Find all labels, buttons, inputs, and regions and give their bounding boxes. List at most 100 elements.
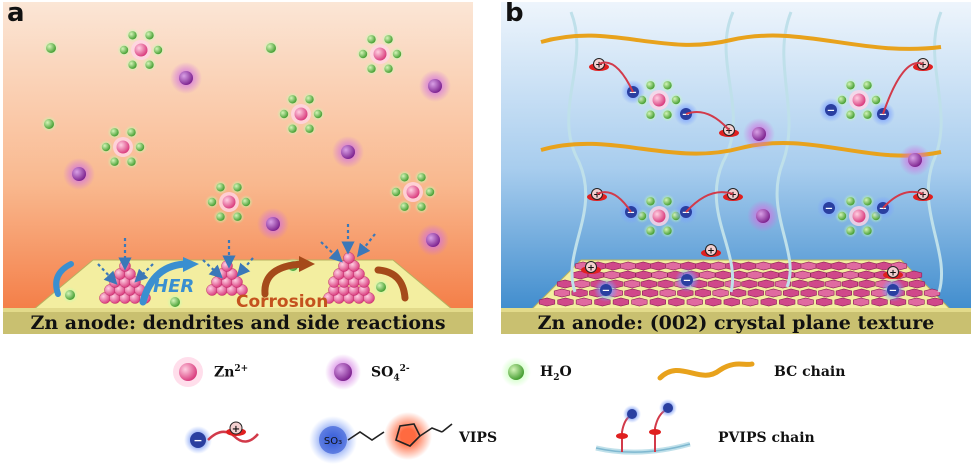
- water-molecule: [846, 226, 855, 235]
- her-arrow: [139, 260, 192, 306]
- hydrated-zn-cluster: [205, 180, 253, 224]
- pvips-chain-icon: [595, 399, 691, 455]
- water-molecule: [425, 187, 435, 197]
- water-molecule: [128, 60, 137, 69]
- zn-hex-platelet: [760, 297, 777, 307]
- zn-hex-platelet: [707, 279, 724, 289]
- svg-text:−: −: [879, 204, 887, 215]
- panel-a: HER Corrosion a Zn anode: dendrites and …: [3, 2, 473, 334]
- zn-hex-platelet: [605, 261, 622, 271]
- migration-arrow: [356, 233, 376, 258]
- water-molecule: [671, 95, 681, 105]
- legend-so4-label: SO42-: [371, 364, 410, 383]
- zn-hex-platelet: [782, 288, 800, 298]
- zn-ion: [222, 195, 236, 209]
- sulfonate-group: [823, 202, 835, 214]
- zn-hex-platelet: [758, 279, 775, 289]
- water-molecule: [207, 197, 217, 207]
- water-molecule: [646, 197, 655, 206]
- water-molecule: [863, 110, 872, 119]
- zn-ion: [652, 93, 666, 107]
- zn-hex-platelet: [575, 297, 593, 307]
- zn-hex-platelet: [640, 279, 657, 289]
- zn-hex-platelet: [906, 288, 923, 298]
- zn-hex-platelet: [620, 261, 637, 271]
- zn-hex-platelet: [649, 297, 666, 307]
- sulfate-ion: [341, 145, 355, 159]
- her-label: HER: [153, 276, 194, 297]
- zn-hex-platelet: [557, 297, 574, 307]
- water-molecule: [417, 202, 426, 211]
- panel-b-illustration: +++++++++−−−−−−−−−−−: [501, 2, 971, 334]
- zn-hex-platelet: [635, 261, 652, 271]
- zn-hex-platelet: [779, 297, 796, 307]
- zn-hex-platelet: [853, 288, 870, 298]
- water-molecule: [384, 64, 393, 73]
- sulfate-ion: [426, 233, 440, 247]
- sulfate-ion: [179, 71, 193, 85]
- zn-hex-platelet: [853, 297, 870, 307]
- water-molecule: [837, 211, 847, 221]
- water-molecule: [846, 110, 855, 119]
- corrosion-label: Corrosion: [236, 292, 328, 312]
- zn-hex-platelet: [695, 261, 712, 271]
- panel-a-anode-label: Zn anode: dendrites and side reactions: [30, 312, 446, 334]
- panel-a-illustration: HER Corrosion: [3, 2, 473, 334]
- water-molecule: [367, 35, 376, 44]
- zn-hex-platelet: [778, 270, 795, 280]
- water-molecule: [65, 290, 75, 300]
- zn-hex-platelet: [715, 270, 732, 280]
- svg-text:+: +: [593, 191, 601, 201]
- zn-hex-platelet: [797, 297, 814, 307]
- zn-dendrite: [206, 260, 248, 296]
- water-molecule: [863, 81, 872, 90]
- zn-hex-platelet: [556, 279, 574, 289]
- svg-text:+: +: [595, 61, 603, 71]
- water-molecule: [46, 43, 56, 53]
- water-molecule: [391, 187, 401, 197]
- legend-h2o-label: H2O: [540, 364, 572, 383]
- corrosion-arrow: [261, 260, 307, 298]
- svg-text:+: +: [232, 424, 240, 435]
- zn-hex-platelet: [905, 270, 923, 280]
- hydrated-zn-cluster: [835, 78, 883, 122]
- sulfate-ion: [752, 127, 766, 141]
- zn-hex-platelet: [623, 279, 641, 289]
- water-molecule: [400, 202, 409, 211]
- vips-linker: [596, 191, 632, 213]
- zn-hex-platelet: [659, 288, 676, 298]
- water-molecule: [216, 212, 225, 221]
- zn-hex-platelet: [800, 288, 817, 298]
- water-molecule: [110, 157, 119, 166]
- zn-hex-platelet: [651, 270, 668, 280]
- zn-hex-platelet: [694, 288, 712, 298]
- water-molecule: [384, 35, 393, 44]
- zn-hex-platelet: [657, 279, 674, 289]
- svg-text:−: −: [682, 110, 690, 121]
- migration-arrow: [97, 263, 118, 285]
- zn-hex-platelet: [926, 297, 944, 307]
- water-molecule: [233, 212, 242, 221]
- zn-hex-platelet: [603, 270, 620, 280]
- water-molecule: [646, 226, 655, 235]
- hydrated-zn-cluster: [635, 78, 683, 122]
- zn-hex-platelet: [808, 279, 825, 289]
- sulfonate-group: [825, 104, 837, 116]
- zn-hex-platelet: [746, 270, 764, 280]
- zn-hex-platelet: [747, 288, 764, 298]
- water-molecule: [233, 183, 242, 192]
- water-molecule: [305, 95, 314, 104]
- legend-bc-label: BC chain: [774, 364, 846, 380]
- water-molecule: [44, 119, 54, 129]
- zn-hex-platelet: [871, 297, 888, 307]
- svg-text:−: −: [683, 276, 691, 287]
- zn-hex-platelet: [755, 261, 772, 271]
- zn-ion: [373, 47, 387, 61]
- zn-ion: [652, 209, 666, 223]
- zn-hex-platelet: [794, 270, 811, 280]
- vips-linker: [685, 111, 730, 131]
- zn-ion-icon: [173, 357, 203, 387]
- water-molecule: [863, 226, 872, 235]
- svg-text:+: +: [707, 247, 715, 257]
- svg-text:−: −: [879, 110, 887, 121]
